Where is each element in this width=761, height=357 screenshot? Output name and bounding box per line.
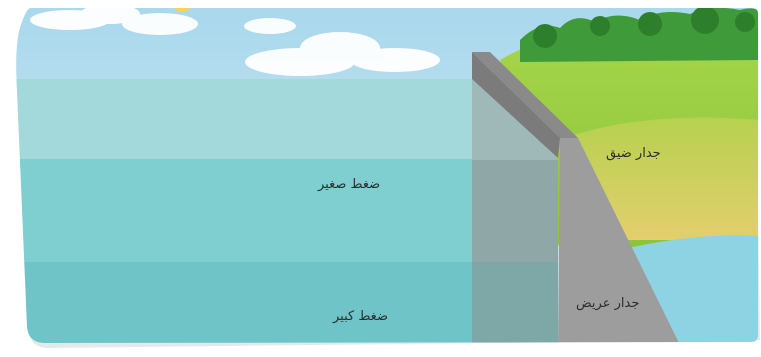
water-middle-layer <box>16 159 472 262</box>
dam-face-bottom <box>472 262 558 343</box>
small-pressure-label: ضغط صغير <box>318 177 381 192</box>
dam-wall <box>558 138 680 343</box>
lake-right <box>628 235 758 343</box>
clouds <box>30 8 440 76</box>
dam-top-edge <box>472 52 578 138</box>
wide-wall-label: جدار عريض <box>576 296 640 311</box>
dam-face-upper <box>472 79 558 160</box>
water-top-layer <box>16 79 472 159</box>
water-bottom-layer <box>16 262 472 343</box>
big-pressure-label: ضغط كبير <box>333 309 388 324</box>
trees <box>533 8 755 48</box>
dam-slope <box>472 52 560 158</box>
narrow-wall-label: جدار ضيق <box>606 146 661 161</box>
